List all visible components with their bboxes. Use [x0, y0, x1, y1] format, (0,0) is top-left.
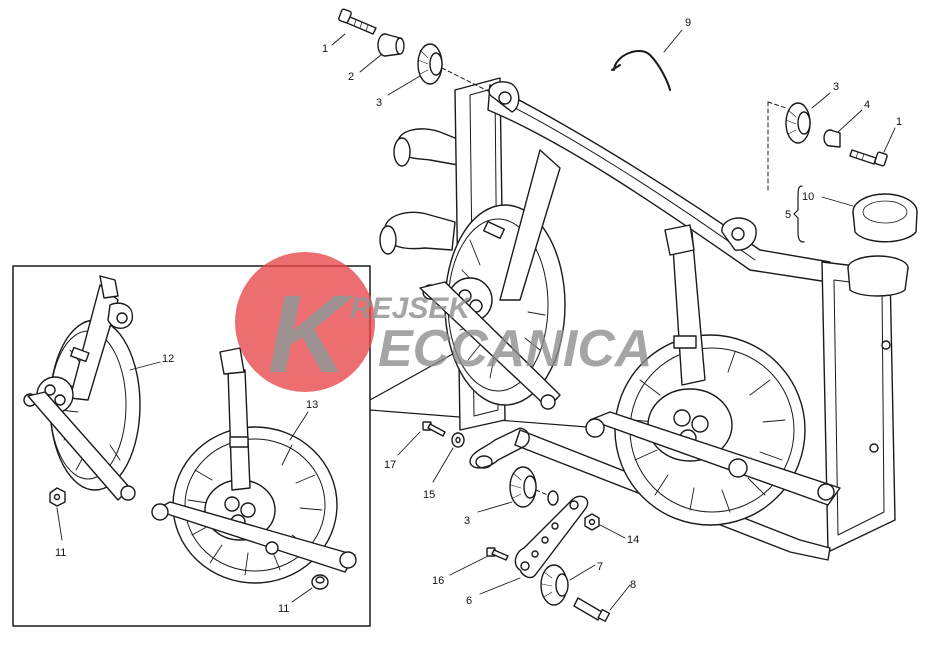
- part-14-nut: [584, 513, 600, 531]
- part-2-spacer: [377, 33, 405, 57]
- part-1-bolt-right: [849, 149, 888, 167]
- inset-fan-12: [23, 275, 141, 501]
- callout-7: 7: [597, 561, 603, 573]
- callout-12: 12: [162, 353, 174, 365]
- part-10-cap: [852, 193, 918, 243]
- inset-frame: [12, 265, 371, 627]
- part-17-bolt: [422, 421, 446, 437]
- watermark-letter: K: [268, 273, 355, 396]
- watermark-line1: REJSEK: [350, 292, 472, 325]
- callout-3: 3: [376, 97, 382, 109]
- callout-3: 3: [833, 81, 839, 93]
- part-6-bracket: [514, 495, 589, 579]
- callout-3: 3: [464, 515, 470, 527]
- callout-9: 9: [685, 17, 691, 29]
- part-11-nut-a: [49, 487, 66, 507]
- callout-14: 14: [627, 534, 639, 546]
- part-16-bolt: [486, 547, 509, 561]
- callout-6: 6: [466, 595, 472, 607]
- callout-15: 15: [423, 489, 435, 501]
- part-11-nut-b: [311, 574, 329, 590]
- inset-fan-13: [151, 347, 357, 584]
- callout-17: 17: [384, 459, 396, 471]
- callout-1: 1: [896, 116, 902, 128]
- callout-5: 5: [785, 209, 791, 221]
- main-fan-left: [419, 149, 566, 410]
- callout-16: 16: [432, 575, 444, 587]
- callout-11: 11: [278, 603, 289, 615]
- watermark-logo: K REJSEK ECCANICA: [235, 252, 652, 396]
- watermark-circle: [235, 252, 375, 392]
- brace-5: [793, 185, 805, 243]
- part-4-spacer: [823, 129, 841, 148]
- part-3-grommet: [417, 43, 443, 85]
- part-9-clip: [613, 50, 671, 91]
- main-fan-right: [585, 224, 841, 526]
- part-3-grommet-bottom: [509, 466, 537, 508]
- callout-13: 13: [306, 399, 318, 411]
- callout-10: 10: [802, 191, 814, 203]
- inset-connector-line: [369, 349, 461, 401]
- part-7-grommet: [540, 564, 569, 606]
- callout-1: 1: [322, 43, 328, 55]
- part-8-stud: [573, 597, 611, 622]
- part-1-bolt: [338, 8, 377, 35]
- part-3-grommet-right: [785, 102, 811, 144]
- callout-11: 11: [55, 547, 66, 559]
- callout-labels: 1 2 3 9 3 4 1 10 5 12 13 11 11 17 15 3 1…: [55, 17, 902, 615]
- callout-2: 2: [348, 71, 354, 83]
- callout-4: 4: [864, 99, 870, 111]
- callout-8: 8: [630, 579, 636, 591]
- watermark-line2: ECCANICA: [378, 320, 652, 378]
